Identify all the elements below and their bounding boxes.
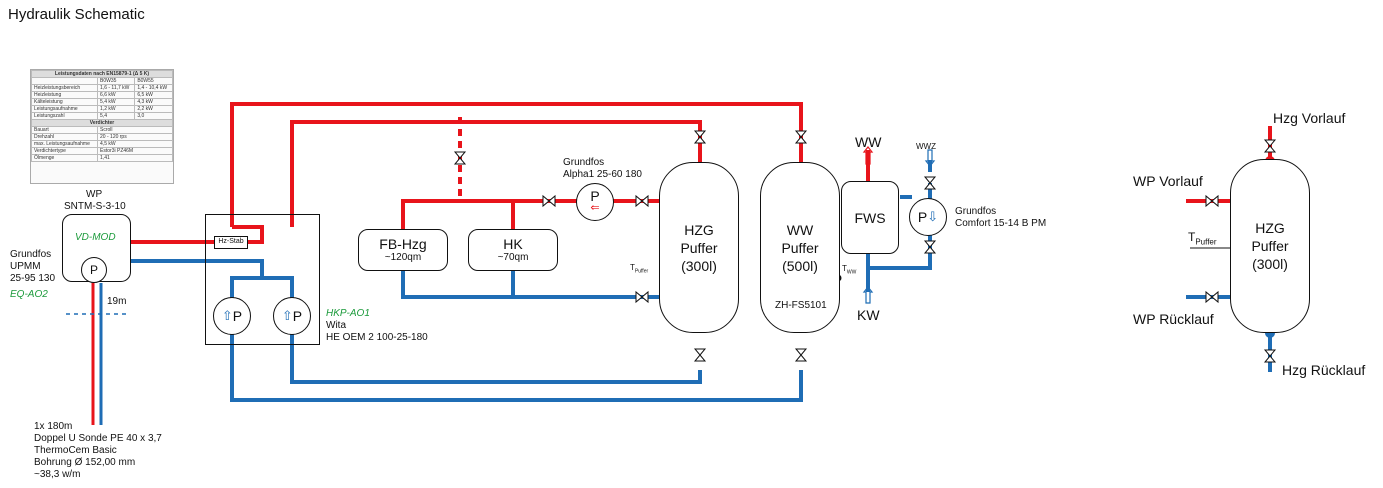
wp-inner-label: VD-MOD bbox=[75, 232, 116, 243]
spec-cell: 1,41 bbox=[97, 154, 173, 162]
valve-icon bbox=[693, 348, 707, 362]
tank-label: HZG bbox=[684, 221, 714, 238]
supply-pipe-heating bbox=[401, 199, 660, 232]
fb-hzg-circuit: FB-Hzg ~120qm bbox=[358, 229, 448, 271]
ww-puffer-tank: WW Puffer (500l) bbox=[760, 162, 840, 333]
valve-icon bbox=[1205, 194, 1219, 208]
hz-stab-label: Hz-Stab bbox=[218, 238, 244, 245]
wp-label: WP bbox=[86, 189, 103, 200]
upmm-line2: UPMM bbox=[10, 261, 41, 272]
hzg-sensor-label: TPuffer bbox=[630, 263, 648, 275]
wp-model: SNTM-S-3-10 bbox=[64, 201, 126, 212]
tank-label: (300l) bbox=[681, 257, 717, 274]
pump-label: P bbox=[292, 308, 303, 324]
valve-icon bbox=[542, 194, 556, 208]
hk-name: HK bbox=[503, 236, 523, 252]
hk-circuit: HK ~70qm bbox=[468, 229, 558, 271]
comfort-line2: Comfort 15-14 B PM bbox=[955, 218, 1047, 229]
comfort-line1: Grundfos bbox=[955, 206, 997, 217]
upmm-line3: 25-95 130 bbox=[10, 273, 56, 284]
probe-line3: ThermoCem Basic bbox=[34, 445, 117, 456]
ww-tank-model: ZH-FS5101 bbox=[775, 300, 827, 311]
ww-outlet-label: WW bbox=[855, 134, 882, 150]
fws-station: FWS bbox=[841, 181, 899, 254]
hzg-ruecklauf-label: Hzg Rücklauf bbox=[1282, 362, 1366, 378]
return-pipe-split bbox=[262, 276, 294, 298]
wp-ruecklauf-label: WP Rücklauf bbox=[1133, 311, 1214, 327]
probe-length: 19m bbox=[107, 296, 127, 307]
tank-label: Puffer bbox=[680, 239, 718, 256]
hkp-brand: Wita bbox=[326, 320, 346, 331]
upmm-ao: EQ-AO2 bbox=[10, 289, 48, 300]
upmm-line1: Grundfos bbox=[10, 249, 52, 260]
arrow-up-icon bbox=[862, 146, 874, 165]
hzg-puffer-tank: HZG Puffer (300l) bbox=[659, 162, 739, 333]
hkp-ao: HKP-AO1 bbox=[326, 308, 370, 319]
tank-label: Puffer bbox=[1251, 238, 1289, 254]
hz-stab-box: Hz-Stab bbox=[214, 236, 248, 249]
tank-label: (300l) bbox=[1252, 256, 1288, 272]
valve-icon bbox=[1263, 349, 1277, 363]
fws-label: FWS bbox=[854, 209, 886, 226]
hydraulic-module bbox=[205, 214, 320, 345]
ww-sensor-label: TWW bbox=[842, 264, 856, 276]
hk-area: ~70qm bbox=[497, 252, 529, 263]
valve-icon bbox=[794, 348, 808, 362]
spec-cell: Ölmenge bbox=[31, 154, 99, 162]
sensor-letter: T bbox=[630, 263, 635, 272]
return-pipe-pump2 bbox=[290, 334, 702, 384]
fb-hzg-area: ~120qm bbox=[384, 252, 422, 263]
sensor-sub: Puffer bbox=[1195, 237, 1217, 247]
probe-line1: 1x 180m bbox=[34, 421, 73, 432]
pump-label: P bbox=[917, 209, 928, 225]
pump-label: P bbox=[590, 188, 600, 204]
return-pipe-heating bbox=[401, 270, 660, 299]
pump-label: P bbox=[232, 308, 243, 324]
fb-hzg-name: FB-Hzg bbox=[379, 236, 427, 252]
hzg-vorlauf-label: Hzg Vorlauf bbox=[1273, 110, 1346, 126]
wp-vorlauf-label: WP Vorlauf bbox=[1133, 173, 1203, 189]
alpha-line1: Grundfos bbox=[563, 157, 605, 168]
right-hzg-puffer-tank: HZG Puffer (300l) bbox=[1230, 159, 1310, 333]
comfort-pump-icon: P⇩ bbox=[909, 198, 947, 236]
arrow-up-icon bbox=[862, 286, 874, 304]
valve-icon bbox=[923, 176, 937, 190]
probe-line5: ~38,3 w/m bbox=[34, 469, 81, 480]
hkp-pump-1-icon: ⇧P bbox=[213, 297, 251, 335]
kw-inlet-label: KW bbox=[857, 307, 880, 323]
valve-icon bbox=[635, 290, 649, 304]
hkp-pump-2-icon: ⇧P bbox=[273, 297, 311, 335]
valve-icon bbox=[693, 130, 707, 144]
return-pipe-pump1 bbox=[230, 334, 803, 402]
valve-icon bbox=[794, 130, 808, 144]
alpha-pump-icon: P ⇐ bbox=[576, 183, 614, 221]
spec-table: Leistungsdaten nach EN15879-1 (Δ 5 K) B0… bbox=[30, 69, 174, 184]
sensor-letter: T bbox=[842, 264, 847, 273]
supply-pipe-hzstab-box bbox=[232, 225, 264, 244]
probe-line2: Doppel U Sonde PE 40 x 3,7 bbox=[34, 433, 162, 444]
hkp-model: HE OEM 2 100-25-180 bbox=[326, 332, 428, 343]
sensor-sub: WW bbox=[846, 269, 857, 276]
wwz-label: WWZ bbox=[916, 142, 936, 151]
valve-icon bbox=[1263, 139, 1277, 153]
pump-label: P bbox=[89, 263, 98, 277]
alpha-line2: Alpha1 25-60 180 bbox=[563, 169, 642, 180]
valve-icon bbox=[923, 240, 937, 254]
valve-icon bbox=[1205, 290, 1219, 304]
probe-line4: Bohrung Ø 152,00 mm bbox=[34, 457, 136, 468]
arrow-down-icon bbox=[924, 149, 936, 167]
valve-icon bbox=[635, 194, 649, 208]
tank-label: Puffer bbox=[781, 239, 819, 256]
right-sensor-label: TPuffer bbox=[1188, 230, 1217, 246]
page-title: Hydraulik Schematic bbox=[8, 6, 145, 23]
valve-icon bbox=[453, 151, 467, 165]
sensor-sub: Puffer bbox=[634, 268, 649, 275]
tank-label: WW bbox=[786, 221, 814, 238]
tank-label: HZG bbox=[1255, 220, 1285, 236]
sensor-letter: T bbox=[1188, 230, 1196, 244]
tank-label: (500l) bbox=[782, 257, 818, 274]
wp-pump-icon: P bbox=[81, 257, 107, 283]
